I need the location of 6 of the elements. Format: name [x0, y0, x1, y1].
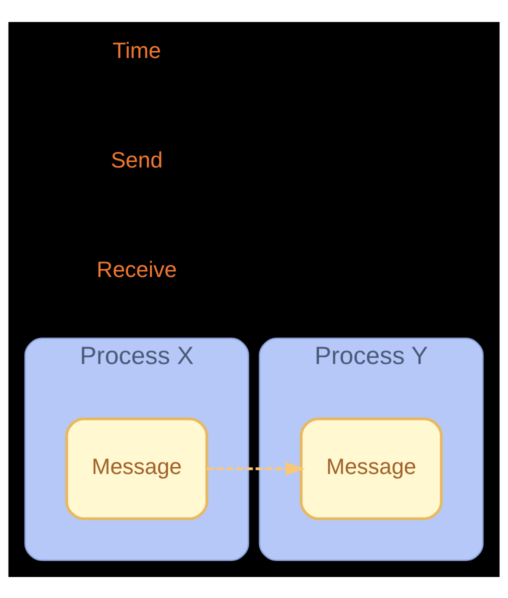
node-box: Message: [65, 416, 208, 520]
node-box: Message: [300, 416, 443, 520]
label: Time: [112, 37, 161, 62]
label: Receive: [96, 256, 177, 282]
arrow: [207, 461, 306, 476]
label: Send: [110, 146, 163, 172]
